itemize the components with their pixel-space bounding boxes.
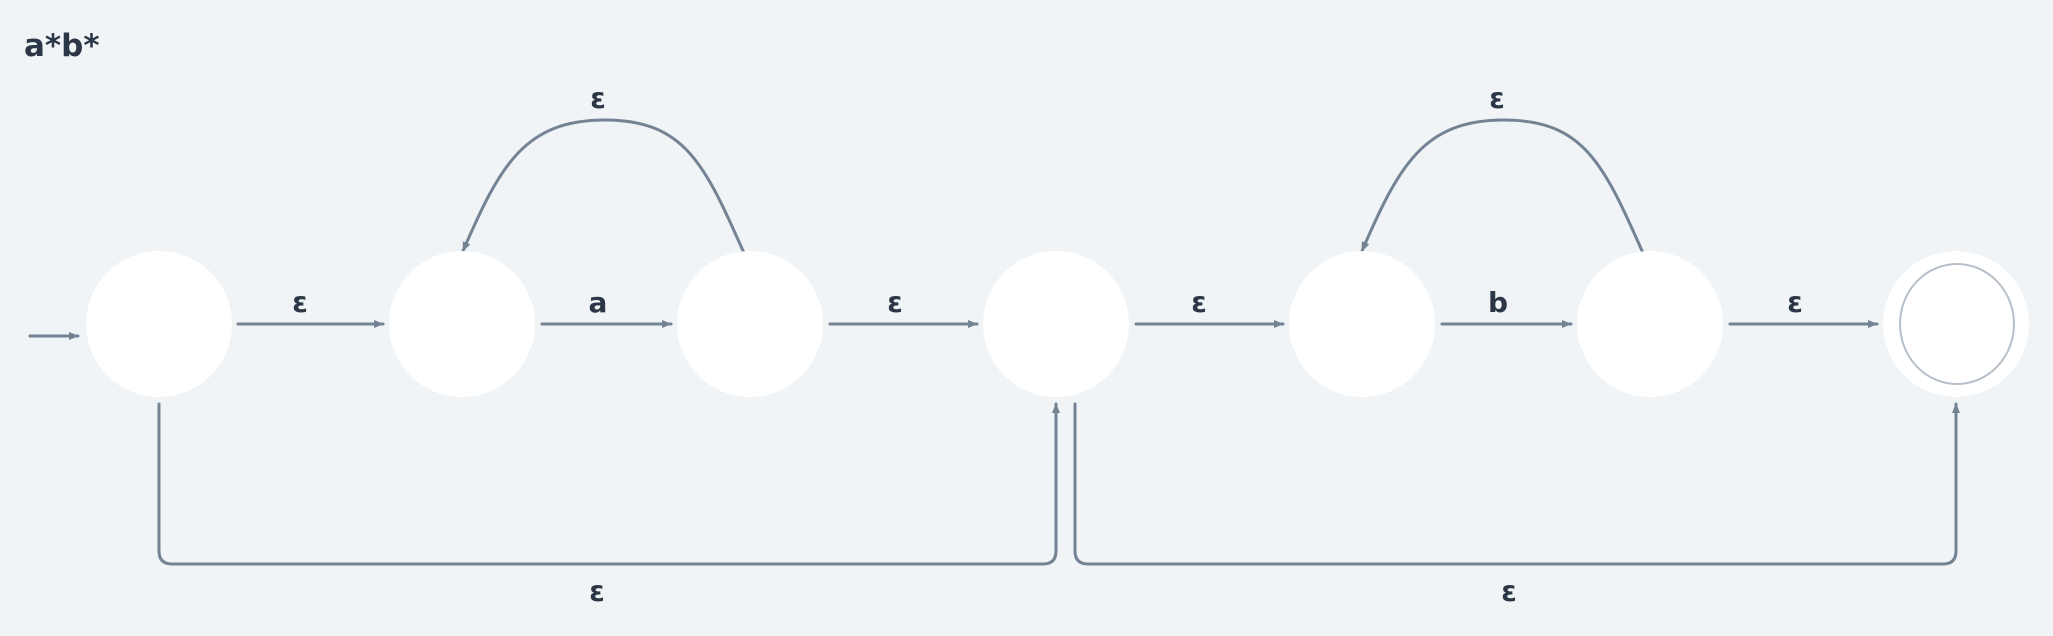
label-s5-s4: ε — [1489, 82, 1505, 115]
label-s0-s1: ε — [292, 286, 308, 319]
transition-s2-s1 — [461, 118, 746, 255]
label-s3-s4: ε — [1191, 286, 1207, 319]
transition-s5-s4 — [1360, 118, 1645, 255]
state-s6 — [1883, 251, 2029, 397]
label-s2-s1: ε — [590, 82, 606, 115]
state-s0 — [86, 251, 232, 397]
label-s3-s6: ε — [1501, 575, 1517, 608]
state-s5 — [1577, 251, 1723, 397]
state-s1 — [389, 251, 535, 397]
label-s0-s3: ε — [589, 575, 605, 608]
label-s2-s3: ε — [887, 286, 903, 319]
transition-s0-s3 — [157, 402, 1060, 566]
state-s4 — [1289, 251, 1435, 397]
state-s3 — [983, 251, 1129, 397]
label-s4-s5: b — [1488, 286, 1508, 319]
label-s1-s2: a — [589, 286, 608, 319]
state-s2 — [677, 251, 823, 397]
diagram-title: a*b* — [24, 28, 100, 64]
transition-s3-s6 — [1073, 402, 1960, 566]
accept-state-ring — [1899, 263, 2015, 385]
label-s5-s6: ε — [1787, 286, 1803, 319]
